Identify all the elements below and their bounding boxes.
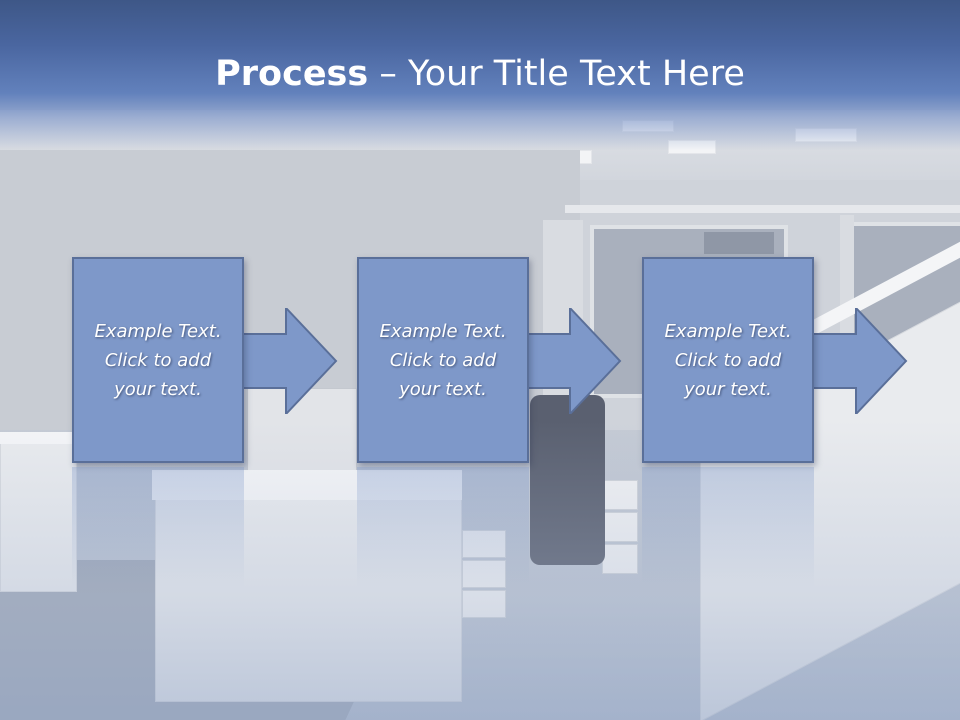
process-step-1[interactable]: Example Text. Click to add your text. bbox=[72, 257, 244, 463]
step-reflection bbox=[357, 467, 529, 587]
step-reflection bbox=[72, 467, 244, 587]
header-band bbox=[0, 0, 960, 150]
step-line: Example Text. bbox=[379, 320, 507, 342]
step-line: Click to add bbox=[389, 349, 497, 371]
step-line: Example Text. bbox=[94, 320, 222, 342]
step-line: your text. bbox=[399, 378, 487, 400]
arrow-right-icon bbox=[808, 308, 908, 414]
title-bold: Process bbox=[215, 54, 369, 94]
process-step-3[interactable]: Example Text. Click to add your text. bbox=[642, 257, 814, 463]
step-text[interactable]: Example Text. Click to add your text. bbox=[74, 259, 242, 461]
step-text[interactable]: Example Text. Click to add your text. bbox=[359, 259, 527, 461]
slide-title[interactable]: Process – Your Title Text Here bbox=[0, 52, 960, 96]
step-line: your text. bbox=[684, 378, 772, 400]
step-line: Click to add bbox=[104, 349, 212, 371]
step-line: Click to add bbox=[674, 349, 782, 371]
arrow-right-icon bbox=[522, 308, 622, 414]
step-text[interactable]: Example Text. Click to add your text. bbox=[644, 259, 812, 461]
title-rest: – Your Title Text Here bbox=[368, 54, 745, 94]
step-line: Example Text. bbox=[664, 320, 792, 342]
step-reflection bbox=[642, 467, 814, 587]
arrow-right-icon bbox=[238, 308, 338, 414]
process-step-2[interactable]: Example Text. Click to add your text. bbox=[357, 257, 529, 463]
step-line: your text. bbox=[114, 378, 202, 400]
